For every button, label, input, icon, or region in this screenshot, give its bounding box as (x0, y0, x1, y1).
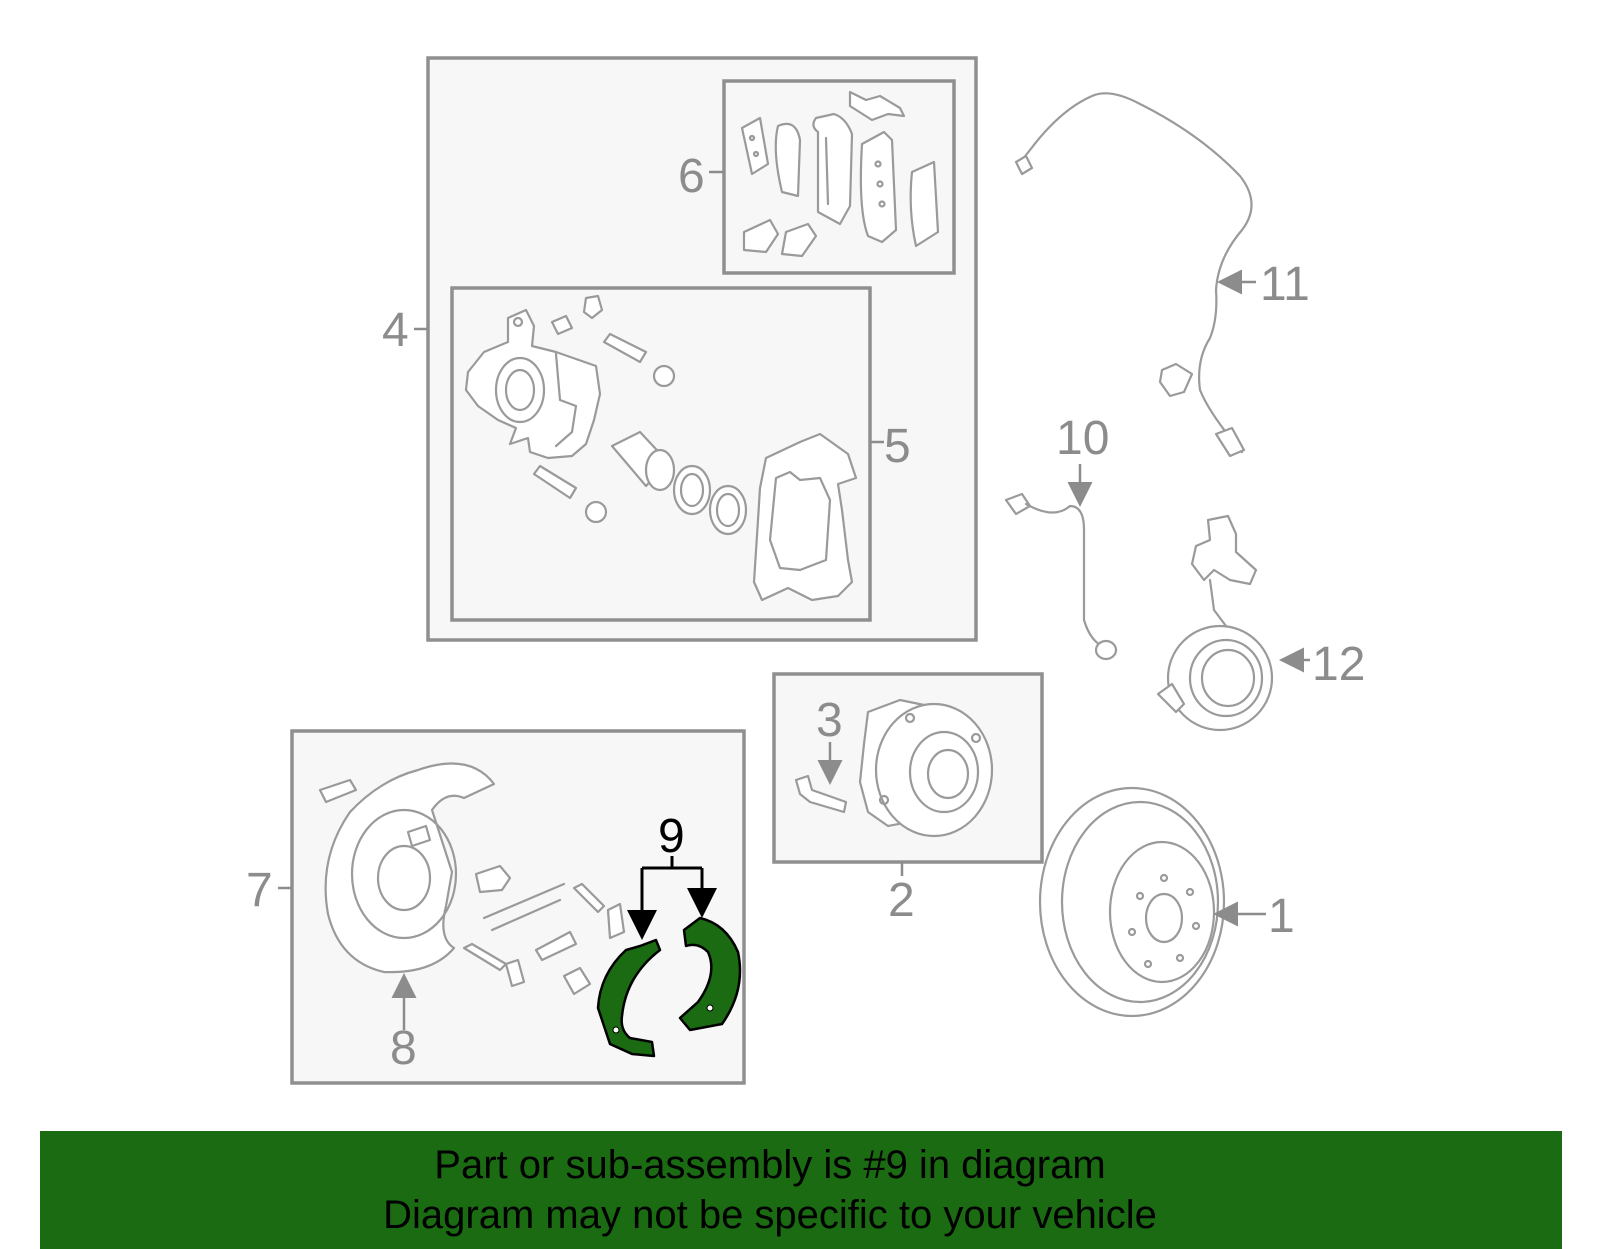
part-notice-banner: Part or sub-assembly is #9 in diagram Di… (40, 1131, 1562, 1249)
hub-and-bolt-drawing (794, 698, 994, 838)
callout-8: 8 (390, 1022, 417, 1075)
leader-lines (278, 170, 1310, 1030)
callout-6: 6 (678, 150, 705, 203)
banner-line-2: Diagram may not be specific to your vehi… (383, 1193, 1157, 1237)
parking-brake-shoes-drawing (596, 916, 742, 1058)
callout-5: 5 (884, 420, 911, 473)
callout-11: 11 (1260, 258, 1310, 311)
banner-line-1: Part or sub-assembly is #9 in diagram (434, 1143, 1106, 1187)
abs-sensor-wire-drawing (1014, 92, 1253, 458)
callout-2: 2 (888, 874, 915, 927)
backing-plate-drawing (318, 762, 496, 974)
callout-4: 4 (382, 304, 409, 357)
caliper-drawing (464, 294, 858, 602)
exploded-parts-diagram: 1 2 3 4 5 6 7 8 9 10 11 12 (246, 56, 1365, 1085)
callout-12: 12 (1312, 638, 1365, 691)
callout-9: 9 (658, 810, 685, 863)
callout-1: 1 (1268, 890, 1295, 943)
brake-rotor-drawing (1038, 786, 1226, 1018)
callout-3: 3 (816, 694, 843, 747)
part-9-leader (627, 856, 717, 940)
brake-hose-drawing (1004, 492, 1118, 661)
brake-pads-drawing (740, 90, 940, 258)
callout-10: 10 (1056, 412, 1109, 465)
brake-hardware-drawing (462, 864, 626, 996)
callout-7: 7 (246, 864, 273, 917)
speed-sensor-drawing (1156, 514, 1274, 732)
